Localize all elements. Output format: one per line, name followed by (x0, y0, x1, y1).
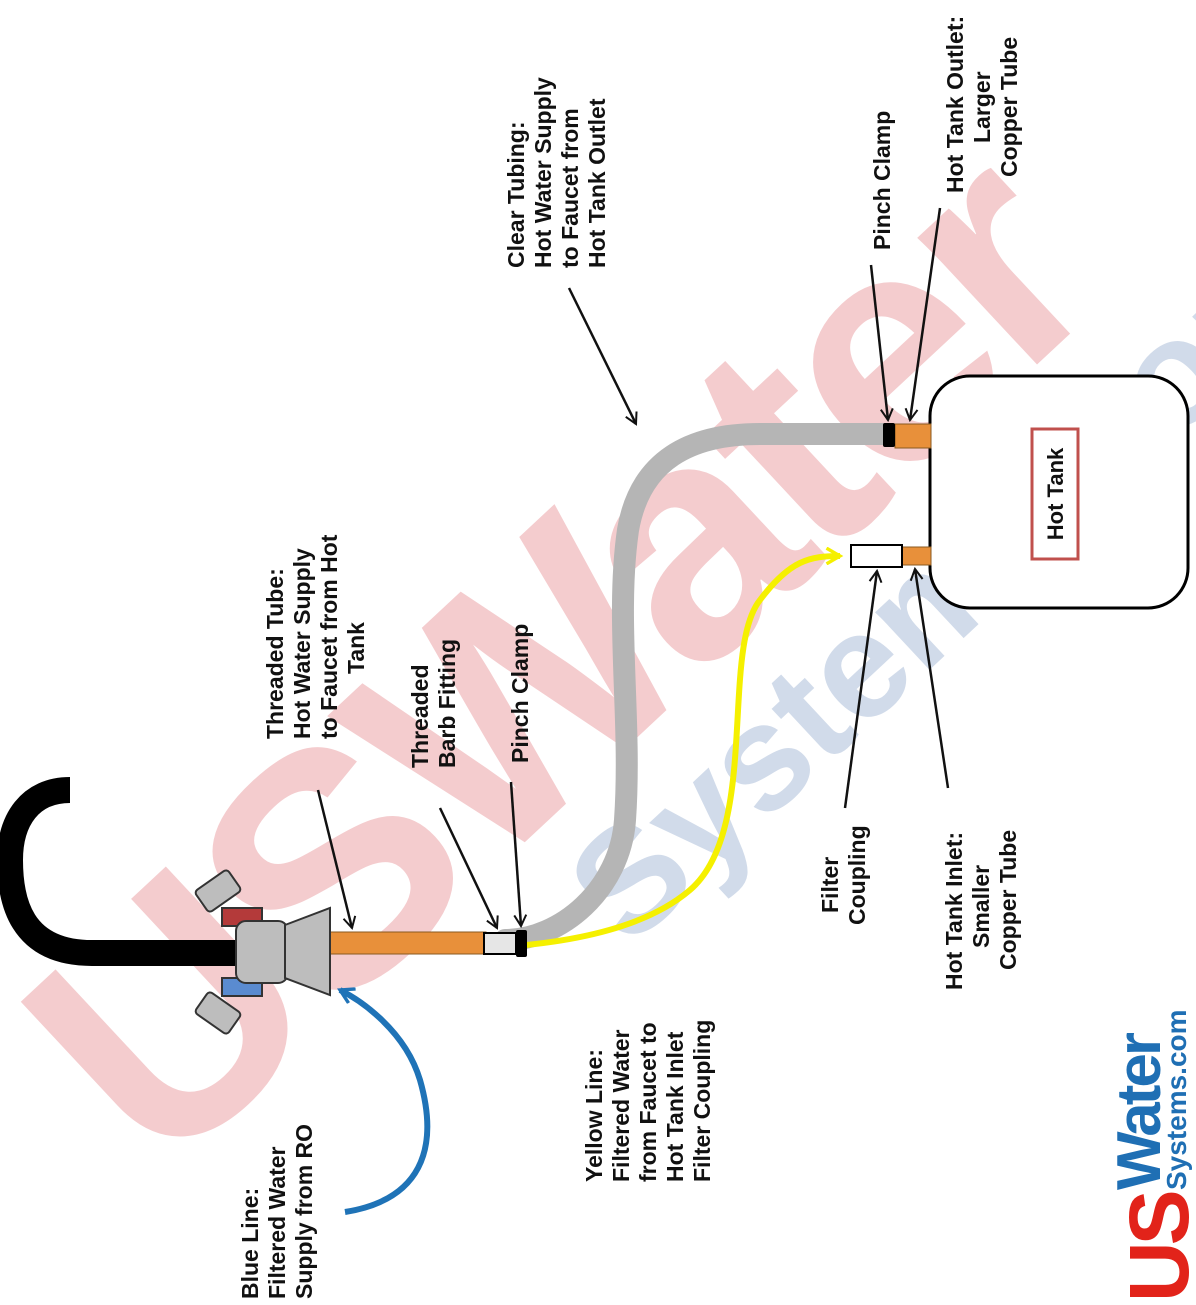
arrow-clear-tubing (567, 287, 636, 424)
pinch-clamp-tank (883, 423, 895, 447)
label-threaded-tube: Threaded Tube: Hot Water Supply to Fauce… (262, 528, 369, 739)
label-clear-tubing: Clear Tubing: Hot Water Supply to Faucet… (503, 71, 610, 268)
faucet (0, 777, 331, 1035)
faucet-handle-top (194, 869, 242, 913)
hot-tank-outlet-copper-tube (894, 423, 932, 449)
clear-tubing (494, 423, 895, 951)
label-yellow-line: Yellow Line: Filtered Water from Faucet … (581, 1016, 715, 1182)
label-hot-tank-inlet: Hot Tank Inlet: Smaller Copper Tube (941, 826, 1021, 990)
label-pinch-clamp-tank: Pinch Clamp (869, 111, 895, 250)
arrow-threaded-tube (316, 789, 352, 928)
uswatersystems-logo: US Water Systems.com (1105, 1009, 1196, 1302)
faucet-handle-bottom (194, 991, 242, 1035)
arrow-threaded-barb (438, 807, 497, 928)
label-pinch-clamp-faucet: Pinch Clamp (507, 624, 533, 763)
arrow-filter-coupling (843, 571, 877, 809)
logo-us: US (1112, 1192, 1196, 1302)
faucet-base (284, 906, 331, 997)
label-blue-line: Blue Line: Filtered Water Supply from RO (237, 1124, 317, 1299)
pinch-clamp-faucet (516, 930, 527, 957)
arrow-pinch-clamp-tank (869, 264, 888, 420)
threaded-barb-fitting (483, 932, 517, 955)
label-filter-coupling: Filter Coupling (817, 825, 870, 925)
blue-line (340, 990, 431, 1215)
label-hot-tank-outlet: Hot Tank Outlet: Larger Copper Tube (942, 9, 1022, 193)
threaded-tube (329, 931, 487, 955)
arrow-hot-tank-inlet (915, 569, 950, 789)
logo-water: Water (1105, 1032, 1174, 1190)
logo-systems: Systems.com (1161, 1009, 1192, 1190)
filter-coupling (850, 544, 903, 568)
hot-tank-label-box (1030, 427, 1080, 561)
arrow-pinch-clamp-faucet (509, 781, 521, 926)
hot-tank-label: Hot Tank (1043, 447, 1068, 540)
faucet-spout (0, 777, 250, 966)
faucet-body (235, 920, 289, 984)
arrow-hot-tank-outlet (910, 207, 942, 420)
hot-tank-inlet-copper-tube (901, 546, 932, 566)
label-threaded-barb-fitting: Threaded Barb Fitting (407, 639, 460, 768)
